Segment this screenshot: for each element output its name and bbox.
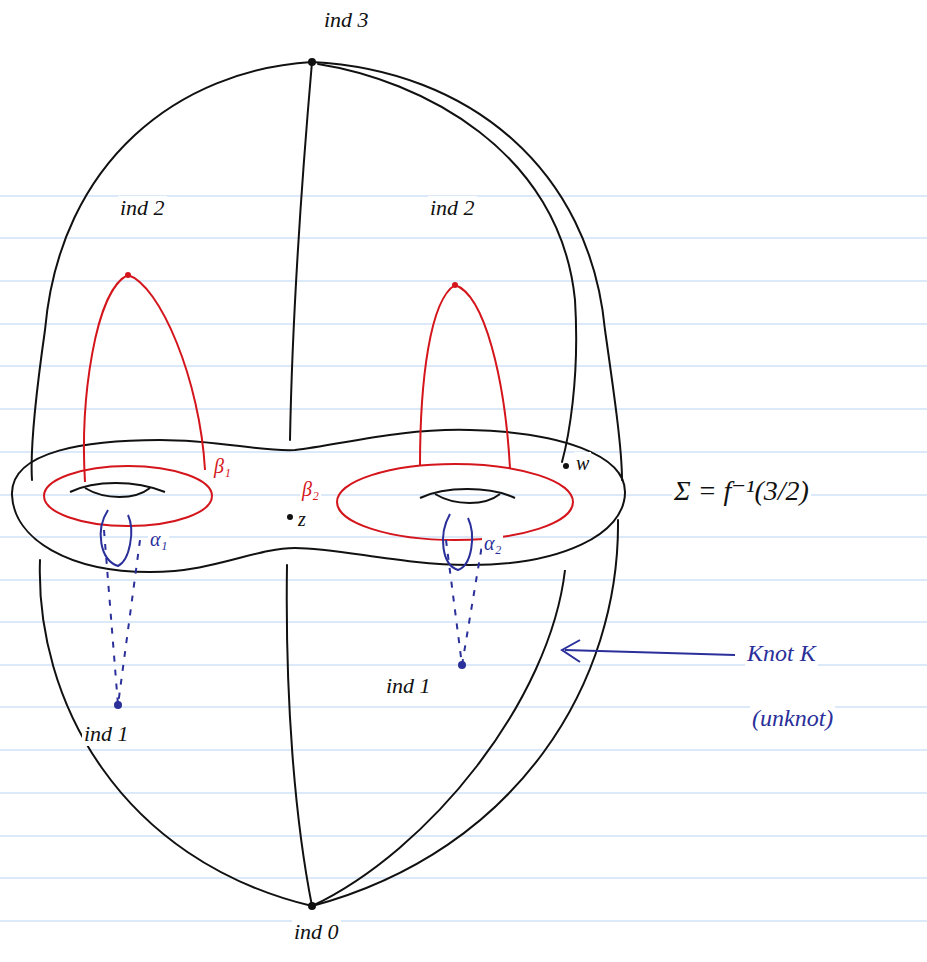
label: ind 1 xyxy=(384,674,433,698)
beta-curves xyxy=(44,275,573,540)
genus-two-surface xyxy=(12,430,625,572)
label: α₁ xyxy=(148,528,169,550)
label: z xyxy=(296,508,308,530)
ruled-lines xyxy=(0,196,927,921)
label: ind 0 xyxy=(292,920,341,944)
alpha-curves xyxy=(101,510,482,705)
critical-points xyxy=(114,58,569,910)
label: Σ = f⁻¹(3/2) xyxy=(672,476,811,507)
handle-holes xyxy=(70,483,515,503)
sphere-outline xyxy=(32,62,622,906)
label: ind 2 xyxy=(428,196,477,220)
label: w xyxy=(574,452,591,474)
label: (unknot) xyxy=(750,705,835,731)
label: β₁ xyxy=(212,455,233,477)
label: ind 2 xyxy=(118,196,167,220)
label: ind 1 xyxy=(82,722,131,746)
knot-leader xyxy=(562,640,735,662)
label: β₂ xyxy=(300,478,321,500)
label: α₂ xyxy=(482,532,503,554)
label: ind 3 xyxy=(322,8,371,32)
label: Knot K xyxy=(745,640,818,666)
knot-arc xyxy=(312,570,565,906)
